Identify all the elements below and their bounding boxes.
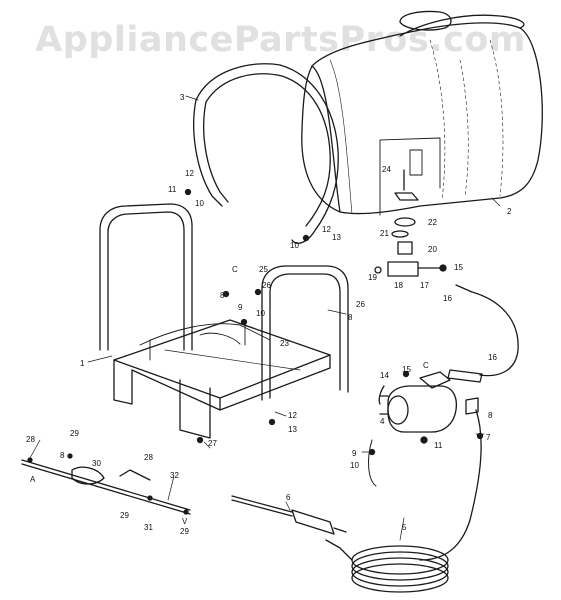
callout-16-b: 16 [488, 353, 497, 362]
callout-12-a: 12 [185, 169, 194, 178]
callout-labels: 3 2 1 12 11 10 12 13 10 24 22 21 20 19 1… [26, 93, 512, 536]
callout-a: A [30, 475, 36, 484]
callout-8-b: 8 [348, 313, 353, 322]
callout-11-b: 11 [434, 441, 443, 450]
callout-1: 1 [80, 359, 85, 368]
callout-11-a: 11 [168, 185, 177, 194]
callout-26-b: 26 [356, 300, 365, 309]
callout-c-a: C [232, 265, 238, 274]
hardware [184, 188, 484, 456]
leader-lines [29, 95, 501, 541]
callout-25: 25 [259, 265, 268, 274]
callout-v: V [182, 517, 188, 526]
callout-10-a: 10 [195, 199, 204, 208]
callout-22: 22 [428, 218, 437, 227]
callout-13-b: 13 [288, 425, 297, 434]
callout-29-b: 29 [120, 511, 129, 520]
callout-29-a: 29 [70, 429, 79, 438]
callout-10-c: 10 [256, 309, 265, 318]
callout-16-a: 16 [443, 294, 452, 303]
frame [99, 203, 349, 439]
boom-assembly [21, 453, 191, 515]
callout-15-a: 15 [454, 263, 463, 272]
callout-9-b: 9 [352, 449, 357, 458]
spray-wand [231, 495, 347, 535]
callout-12-b: 12 [322, 225, 331, 234]
callout-4: 4 [380, 417, 385, 426]
callout-18: 18 [394, 281, 403, 290]
callout-10-d: 10 [350, 461, 359, 470]
callout-20: 20 [428, 245, 437, 254]
callout-8-d: 8 [60, 451, 65, 460]
callout-6: 6 [286, 493, 291, 502]
callout-8-c: 8 [488, 411, 493, 420]
suction-hose [419, 284, 519, 561]
callout-27: 27 [208, 439, 217, 448]
callout-2: 2 [507, 207, 512, 216]
callout-32: 32 [170, 471, 179, 480]
callout-10-b: 10 [290, 241, 299, 250]
callout-12-c: 12 [288, 411, 297, 420]
callout-17: 17 [420, 281, 429, 290]
tank [301, 10, 543, 216]
callout-14: 14 [380, 371, 389, 380]
watermark: AppliancePartsPros.com [35, 20, 526, 60]
callout-30: 30 [92, 459, 101, 468]
callout-24: 24 [382, 165, 391, 174]
callout-28-b: 28 [144, 453, 153, 462]
callout-15-b: 15 [402, 365, 411, 374]
callout-8-a: 8 [220, 291, 225, 300]
pump [368, 371, 479, 487]
callout-19: 19 [368, 273, 377, 282]
callout-7: 7 [486, 433, 491, 442]
callout-5: 5 [402, 523, 407, 532]
callout-31: 31 [144, 523, 153, 532]
callout-3: 3 [180, 93, 185, 102]
callout-26-a: 26 [262, 281, 271, 290]
callout-c-b: C [423, 361, 429, 370]
hose-coil [325, 539, 449, 593]
tank-strap [193, 63, 339, 244]
drain-fittings [374, 169, 447, 277]
callout-29-c: 29 [180, 527, 189, 536]
callout-23: 23 [280, 339, 289, 348]
callout-13-a: 13 [332, 233, 341, 242]
callout-28-a: 28 [26, 435, 35, 444]
callout-9-a: 9 [238, 303, 243, 312]
callout-21: 21 [380, 229, 389, 238]
